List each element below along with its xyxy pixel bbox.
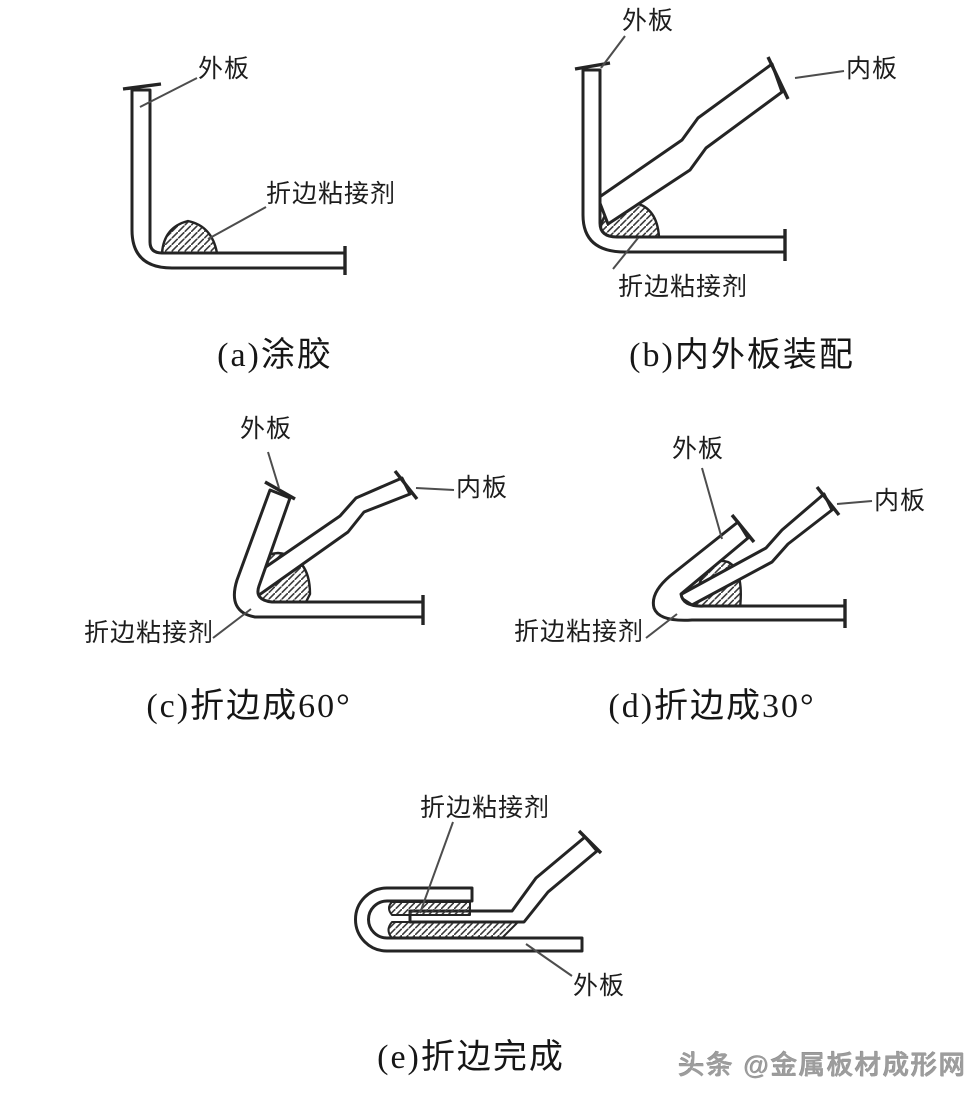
inner-panel-shape <box>596 62 784 226</box>
diagram-e-hem-complete <box>354 821 603 977</box>
outer-panel-leader-line <box>139 77 198 108</box>
diagram-a-glue-applied <box>122 77 347 275</box>
label-adhesive: 折边粘接剂 <box>266 181 397 208</box>
label-inner-panel: 内板 <box>846 56 899 83</box>
label-outer-panel: 外板 <box>240 416 293 443</box>
panel-edge-cut-mark <box>730 513 756 544</box>
outer-panel-leader-line <box>701 467 723 540</box>
caption-c: (c)折边成60° <box>146 688 352 725</box>
watermark-text: 头条 @金属板材成形网 <box>678 1050 967 1080</box>
outer-panel-leader-line <box>525 943 573 977</box>
adhesive-hatch-lower <box>387 921 519 939</box>
caption-d: (d)折边成30° <box>608 688 816 725</box>
label-adhesive: 折边粘接剂 <box>514 619 645 646</box>
panel-edge-cut-mark <box>393 469 419 501</box>
label-outer-panel: 外板 <box>672 436 725 463</box>
label-adhesive: 折边粘接剂 <box>84 620 215 647</box>
outer-panel-shape <box>232 488 425 619</box>
panel-edge-cut-mark <box>766 56 790 100</box>
diagram-c-hem-60 <box>212 451 455 639</box>
adhesive-leader-line <box>612 237 639 270</box>
caption-a: (a)涂胶 <box>217 337 333 374</box>
label-inner-panel: 内板 <box>874 488 927 515</box>
adhesive-blob <box>160 219 219 255</box>
label-adhesive: 折边粘接剂 <box>618 274 749 301</box>
inner-panel-leader-line <box>415 487 455 491</box>
diagram-b-assembly <box>574 35 845 270</box>
adhesive-hatch-upper <box>388 901 471 916</box>
adhesive-leader-line <box>419 821 454 914</box>
label-outer-panel: 外板 <box>622 8 675 35</box>
label-inner-panel: 内板 <box>456 475 509 502</box>
label-adhesive: 折边粘接剂 <box>420 795 551 822</box>
panel-edge-cut-mark <box>577 829 603 855</box>
inner-panel-leader-line <box>836 500 873 505</box>
outer-panel-leader-line <box>267 451 280 489</box>
outer-panel-shape <box>651 520 847 622</box>
panel-edge-cut-mark <box>815 485 841 517</box>
caption-e: (e)折边完成 <box>377 1039 565 1076</box>
panel-edge-cut-mark <box>264 480 296 501</box>
diagram-d-hem-30 <box>645 467 873 639</box>
caption-b: (b)内外板装配 <box>629 337 855 374</box>
label-outer-panel: 外板 <box>573 973 626 1000</box>
panel-edge-cut-mark <box>122 82 162 91</box>
outer-panel-leader-line <box>600 35 626 69</box>
inner-panel-leader-line <box>794 70 845 79</box>
adhesive-leader-line <box>645 613 678 639</box>
adhesive-leader-line <box>207 206 267 240</box>
outer-panel-hem-shape <box>354 886 584 953</box>
label-outer-panel: 外板 <box>198 56 251 83</box>
adhesive-leader-line <box>212 608 252 639</box>
